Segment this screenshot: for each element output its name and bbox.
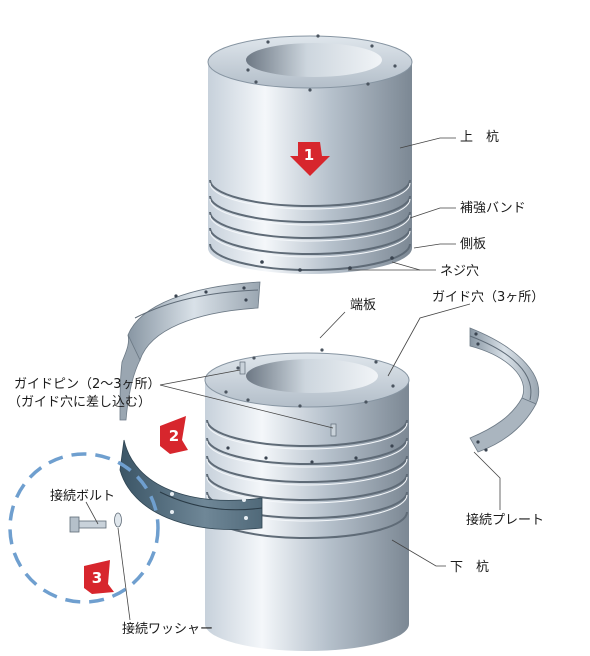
step-2-badge: 2 <box>160 416 188 454</box>
label-guide-pin: ガイドピン（2〜3ヶ所） <box>14 377 161 392</box>
lower-pile <box>204 348 410 651</box>
right-connection-plate <box>469 327 540 453</box>
svg-text:1: 1 <box>304 146 314 164</box>
lower-end-plate-holes <box>224 348 395 408</box>
diagram-labels: 上 杭 補強バンド 側板 ネジ穴 端板 ガイド穴（3ヶ所） ガイドピン（2〜3ヶ… <box>8 130 544 637</box>
label-connection-bolt: 接続ボルト <box>50 488 115 504</box>
label-end-plate: 端板 <box>350 298 376 313</box>
connection-washer <box>114 512 122 528</box>
label-screw-hole: ネジ穴 <box>440 264 479 279</box>
label-connection-plate: 接続プレート <box>466 512 544 528</box>
label-guide-hole: ガイド穴（3ヶ所） <box>432 290 544 305</box>
upper-hollow <box>246 43 382 77</box>
label-guide-pin-note: （ガイド穴に差し込む） <box>8 395 151 410</box>
label-connection-washer: 接続ワッシャー <box>122 621 213 637</box>
label-lower-pile: 下 杭 <box>450 560 489 575</box>
label-upper-pile: 上 杭 <box>460 130 499 145</box>
upper-screw-holes <box>260 256 394 272</box>
step-3-badge: 3 <box>84 560 114 594</box>
lower-hollow <box>246 359 378 393</box>
label-side-plate: 側板 <box>460 237 486 252</box>
bolt-detail-circle <box>8 452 160 604</box>
svg-text:3: 3 <box>92 569 102 587</box>
upper-reinforcing-bands <box>209 179 411 271</box>
leader-lines <box>85 137 501 621</box>
guide-pins <box>239 361 337 437</box>
step-1-badge: 1 <box>290 142 330 176</box>
left-connection-plate-back <box>119 281 261 421</box>
lower-screw-holes <box>226 444 394 464</box>
connection-bolt <box>69 516 107 533</box>
upper-end-plate-holes <box>246 34 397 92</box>
lower-pile-body <box>205 380 409 651</box>
label-reinforcing-band: 補強バンド <box>460 201 526 216</box>
svg-text:2: 2 <box>169 427 179 445</box>
